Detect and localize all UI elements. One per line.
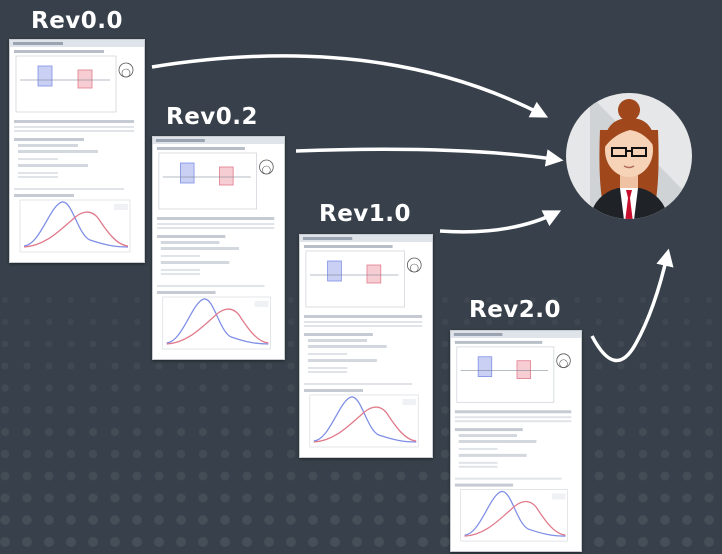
report-thumbnail-rev1-0 — [299, 234, 433, 458]
rev-label-3: Rev2.0 — [469, 297, 562, 323]
report-thumbnail-rev0-2 — [152, 136, 285, 360]
rev-label-0: Rev0.0 — [31, 8, 124, 34]
rev-label-2: Rev1.0 — [319, 201, 412, 227]
rev-label-1: Rev0.2 — [166, 104, 259, 130]
arrow-rev0-2 — [295, 147, 564, 167]
arrow-rev1-0 — [439, 210, 562, 234]
arrow-rev0-0 — [151, 54, 549, 118]
report-thumbnail-rev0-0 — [9, 39, 145, 263]
arrow-rev2-0 — [590, 248, 674, 363]
report-thumbnail-rev2-0 — [450, 330, 582, 552]
